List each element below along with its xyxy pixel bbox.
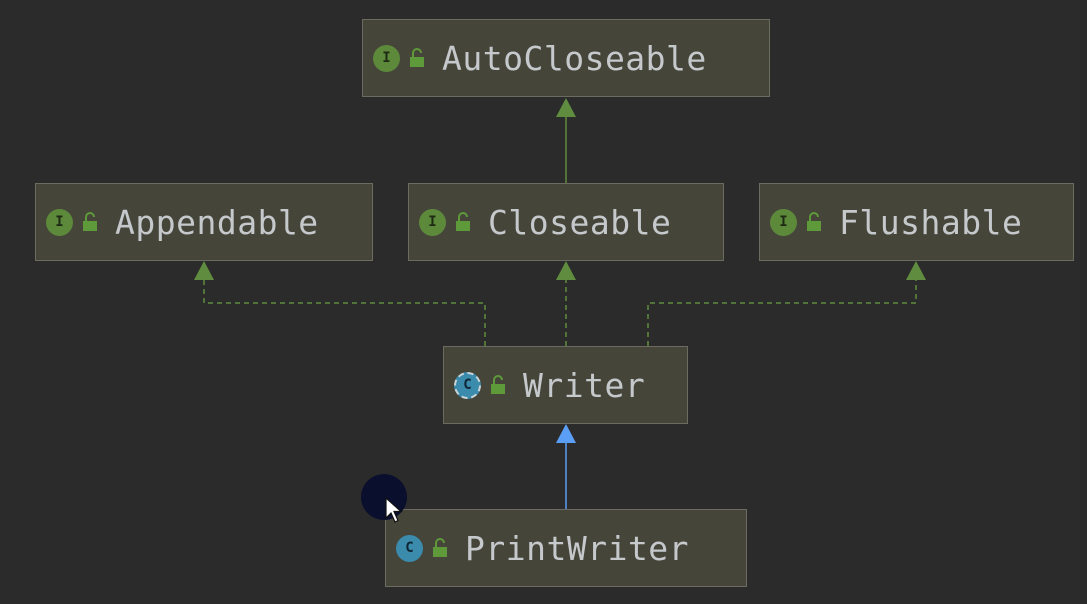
node-printwriter[interactable]: C PrintWriter: [385, 509, 747, 587]
arrowhead-autocloseable: [556, 98, 576, 117]
edge-writer-flushable: [647, 280, 917, 346]
mouse-pointer-icon: [361, 474, 407, 523]
interface-icon: I: [770, 208, 797, 236]
unlocked-padlock-icon: [491, 375, 505, 394]
unlocked-padlock-icon: [433, 538, 447, 557]
node-label: Writer: [523, 365, 646, 405]
unlocked-padlock-icon: [807, 212, 821, 231]
node-flushable[interactable]: I Flushable: [759, 183, 1074, 261]
node-label: PrintWriter: [465, 528, 690, 568]
interface-icon: I: [419, 208, 446, 236]
class-icon: C: [396, 534, 423, 562]
node-closeable[interactable]: I Closeable: [408, 183, 724, 261]
unlocked-padlock-icon: [456, 212, 470, 231]
unlocked-padlock-icon: [83, 212, 97, 231]
edge-writer-appendable: [203, 280, 486, 346]
arrowhead-appendable: [194, 261, 214, 280]
node-label: Closeable: [488, 202, 672, 242]
node-appendable[interactable]: I Appendable: [35, 183, 373, 261]
interface-icon: I: [373, 44, 400, 72]
node-writer[interactable]: C Writer: [443, 346, 688, 424]
interface-icon: I: [46, 208, 73, 236]
class-icon: C: [454, 371, 481, 399]
arrowhead-flushable: [906, 261, 926, 280]
arrowhead-closeable: [556, 261, 576, 280]
arrowhead-writer: [556, 424, 576, 443]
unlocked-padlock-icon: [410, 48, 424, 67]
node-label: Appendable: [115, 202, 319, 242]
node-autocloseable[interactable]: I AutoCloseable: [362, 19, 770, 97]
node-label: AutoCloseable: [442, 38, 707, 78]
node-label: Flushable: [839, 202, 1023, 242]
